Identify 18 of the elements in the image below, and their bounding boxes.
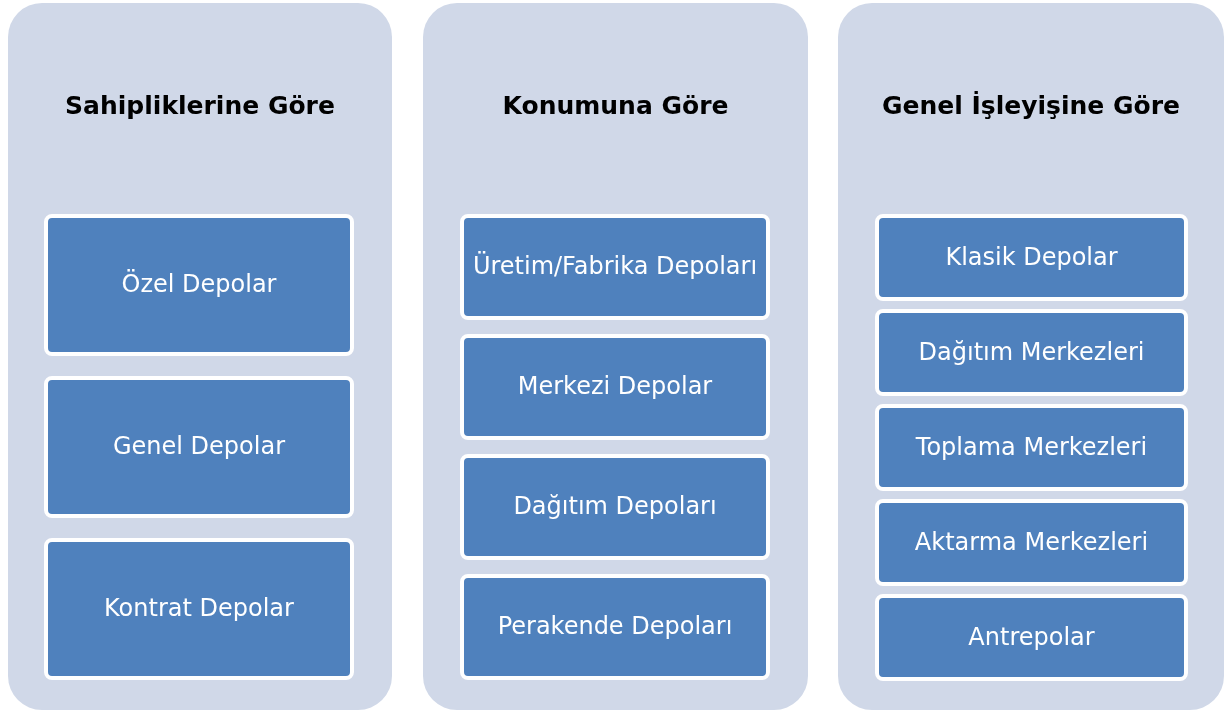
warehouse-type-box: Dağıtım Depoları (460, 454, 770, 560)
warehouse-type-box: Genel Depolar (44, 376, 354, 518)
warehouse-type-box: Toplama Merkezleri (875, 404, 1188, 491)
category-panel (838, 3, 1224, 710)
warehouse-type-box: Üretim/Fabrika Depoları (460, 214, 770, 320)
category-panel (8, 3, 392, 710)
panel-heading: Sahipliklerine Göre (64, 91, 336, 120)
warehouse-type-box: Özel Depolar (44, 214, 354, 356)
panel-heading: Konumuna Göre (501, 91, 730, 120)
warehouse-type-box: Antrepolar (875, 594, 1188, 681)
warehouse-type-box: Perakende Depoları (460, 574, 770, 680)
warehouse-type-box: Merkezi Depolar (460, 334, 770, 440)
panel-heading: Genel İşleyişine Göre (881, 91, 1181, 120)
warehouse-type-box: Aktarma Merkezleri (875, 499, 1188, 586)
warehouse-type-box: Dağıtım Merkezleri (875, 309, 1188, 396)
warehouse-type-box: Kontrat Depolar (44, 538, 354, 680)
warehouse-type-box: Klasik Depolar (875, 214, 1188, 301)
category-panel (423, 3, 808, 710)
